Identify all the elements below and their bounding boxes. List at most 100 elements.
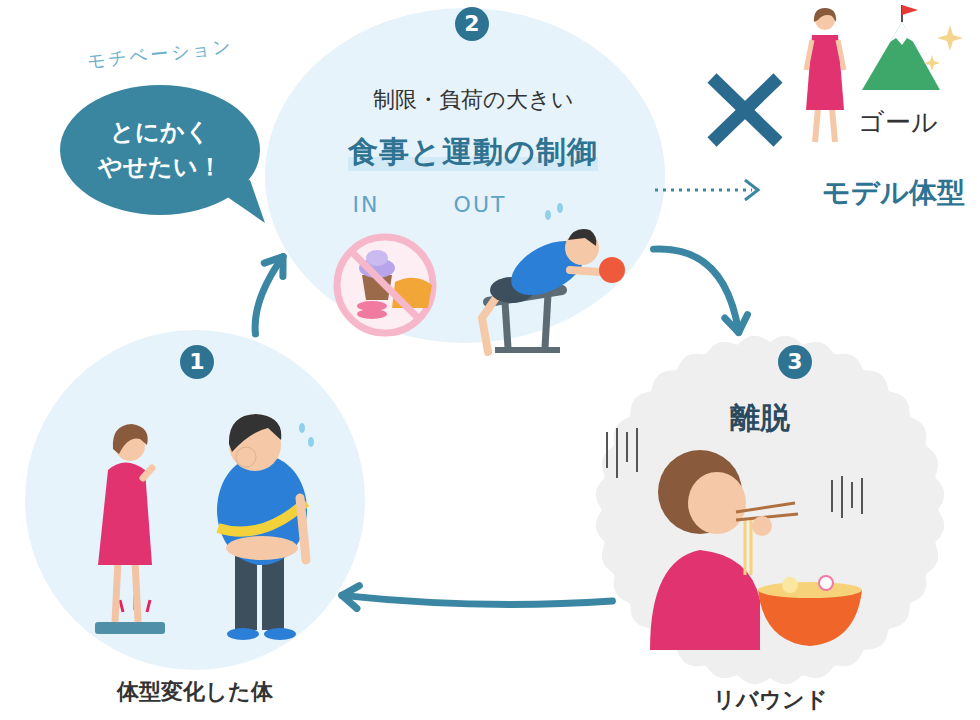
speech-bubble: モチベーションとにかく やせたい！	[60, 85, 260, 215]
tape-man	[217, 414, 314, 640]
text-holder: 食事と運動の制御	[173, 133, 773, 171]
cross-mark-part	[712, 78, 778, 142]
tape-man-part	[218, 502, 306, 532]
no-sweets-sign-part	[337, 237, 433, 333]
cycle-arrow	[255, 256, 283, 333]
tape-man-part	[262, 555, 284, 630]
text-holder: OUT	[420, 191, 540, 219]
tape-man-part	[217, 455, 307, 565]
bench-man-part	[495, 347, 560, 353]
mountain-flag-part	[902, 5, 918, 15]
tape-man-part	[227, 628, 259, 640]
arrow-head	[264, 256, 283, 276]
gloom-lines-part	[606, 432, 608, 468]
tape-man-part	[308, 437, 314, 447]
ramen-woman-part	[819, 576, 833, 590]
goal-label: ゴール	[858, 106, 938, 139]
scale-woman-part	[143, 468, 152, 478]
ramen-woman-part	[758, 582, 862, 598]
text-holder: モデル体型	[808, 175, 978, 210]
cycle-arrow	[654, 249, 748, 333]
arrow-line	[342, 595, 613, 604]
tape-man-part	[236, 447, 256, 467]
step-circle: 体型変化した体	[25, 330, 365, 670]
text-holder: 1	[157, 345, 237, 379]
dotted-arrow-part	[745, 180, 758, 200]
text-holder: ゴール	[823, 106, 973, 139]
step-circle: 制限・負荷の大きい食事と運動の制御 IN OUT	[265, 8, 665, 343]
callout-number: 3	[778, 345, 812, 379]
no-sweets-sign-part	[352, 252, 418, 318]
motivation-heading: モチベーション	[86, 36, 235, 74]
text-holder: 2	[432, 7, 512, 41]
no-sweets-sign-part	[366, 250, 388, 266]
goal-woman	[806, 8, 844, 142]
dotted-arrow-part	[655, 189, 752, 192]
callout-number: 2	[455, 7, 489, 41]
tape-man-part	[229, 414, 281, 452]
scale-woman-part	[115, 560, 118, 622]
bench-man-part	[557, 203, 563, 213]
scale-woman-part	[113, 424, 148, 454]
gloom-lines-part	[831, 480, 833, 512]
cycle-arrow	[342, 586, 613, 609]
goal-label: モデル体型	[822, 175, 965, 210]
bench-man-part	[545, 294, 548, 348]
gloom-lines-part	[626, 432, 628, 462]
tape-man-part	[264, 628, 296, 640]
no-sweets-sign	[337, 237, 433, 333]
step-circle-outline	[595, 335, 945, 685]
step-circle: 離脱リバウンド	[595, 335, 945, 685]
gloom-lines-part	[861, 478, 863, 514]
text-holder: IN	[306, 191, 426, 219]
tape-man-part	[300, 498, 306, 560]
scale-woman	[95, 424, 165, 634]
mountain-flag-part	[937, 25, 963, 51]
no-sweets-sign-part	[357, 309, 387, 319]
step-caption: 体型変化した体	[117, 678, 273, 706]
scale-woman-part	[147, 600, 150, 612]
text-holder: 制限・負荷の大きい	[173, 86, 773, 114]
text-holder: 体型変化した体	[0, 678, 495, 706]
bench-man-part	[599, 257, 625, 283]
mountain-flag-part	[924, 55, 940, 71]
goal-woman-part	[815, 108, 818, 142]
text-holder: リバウンド	[470, 686, 980, 714]
tape-man-part	[226, 536, 298, 560]
ramen-woman-part	[750, 520, 753, 575]
text-holder: 離脱	[460, 399, 980, 437]
goal-woman-part	[814, 8, 836, 22]
bench-man-part	[568, 229, 596, 246]
arrow-head	[342, 586, 360, 609]
step-circle-outline	[265, 8, 665, 343]
ramen-woman-part	[752, 516, 772, 536]
mountain-flag	[862, 5, 963, 90]
dotted-arrow	[655, 180, 758, 200]
gloom-lines-part	[841, 476, 843, 518]
bench-man-part	[545, 210, 551, 220]
step-text: 制限・負荷の大きい	[373, 86, 574, 114]
scale-woman-part	[120, 600, 123, 612]
mountain-flag-part	[890, 22, 914, 45]
arrow-line	[255, 256, 283, 333]
gloom-lines-part	[636, 428, 638, 472]
step-title: 食事と運動の制御	[348, 133, 598, 171]
out-label: OUT	[454, 191, 507, 219]
ramen-woman-part	[744, 520, 747, 575]
ramen-woman-part	[688, 472, 746, 534]
tape-man-part	[235, 555, 257, 630]
scale-woman-part	[95, 622, 165, 634]
bench-man-part	[570, 270, 600, 272]
step-title: 離脱	[730, 399, 790, 437]
cross-mark	[712, 78, 778, 142]
speech-bubble-outline	[60, 85, 260, 215]
bubble-text: とにかく やせたい！	[90, 115, 230, 185]
text-holder: モチベーション	[30, 43, 290, 66]
goal-woman-part	[806, 40, 844, 70]
ramen-woman-part	[782, 577, 798, 593]
ramen-woman	[650, 450, 862, 650]
callout-number: 1	[180, 345, 214, 379]
cross-mark-part	[712, 78, 778, 142]
goal-woman-part	[832, 108, 835, 142]
